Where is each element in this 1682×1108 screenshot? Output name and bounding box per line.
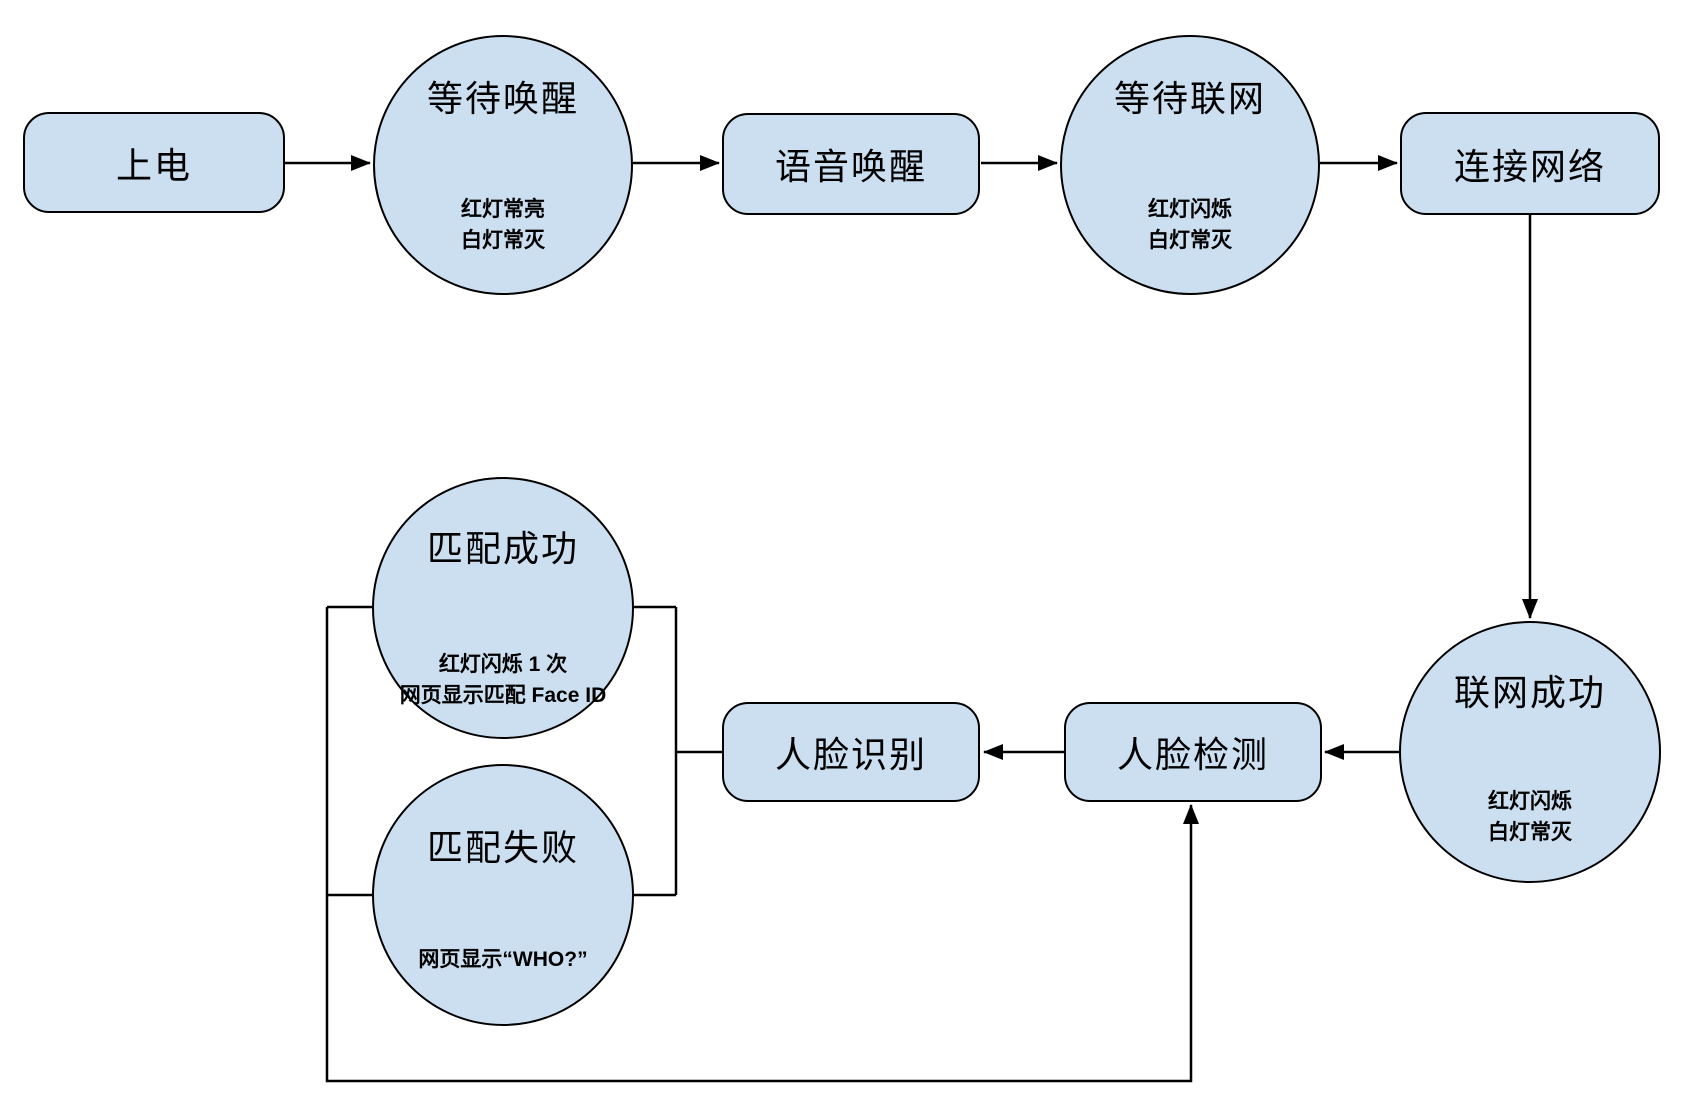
- node-face-recognize: 人脸识别: [722, 702, 980, 802]
- note-line: 白灯常灭: [461, 229, 545, 252]
- node-wait-network-label: 等待联网: [1113, 78, 1266, 119]
- node-wait-network: 等待联网 红灯闪烁 白灯常灭: [1060, 35, 1320, 295]
- node-face-detect: 人脸检测: [1064, 702, 1322, 802]
- node-face-detect-label: 人脸检测: [1116, 734, 1269, 775]
- node-match-fail-notes: 网页显示“WHO?”: [374, 944, 632, 975]
- node-power-on: 上电: [23, 112, 285, 213]
- note-line: 网页显示匹配 Face ID: [399, 684, 607, 707]
- node-wait-wake: 等待唤醒 红灯常亮 白灯常灭: [373, 35, 633, 295]
- node-network-ok-label: 联网成功: [1453, 672, 1606, 713]
- node-wait-network-notes: 红灯闪烁 白灯常灭: [1062, 194, 1318, 256]
- node-power-on-label: 上电: [115, 144, 192, 186]
- node-network-ok-notes: 红灯闪烁 白灯常灭: [1401, 786, 1659, 848]
- node-face-recognize-label: 人脸识别: [774, 734, 927, 775]
- node-match-fail-label: 匹配失败: [426, 827, 579, 868]
- node-voice-wake: 语音唤醒: [722, 113, 980, 215]
- edge-loop-to-face-detect: [325, 607, 1199, 1083]
- node-connect-network-label: 连接网络: [1453, 145, 1606, 187]
- note-line: 红灯闪烁: [1488, 790, 1572, 813]
- node-match-success: 匹配成功 红灯闪烁 1 次 网页显示匹配 Face ID: [372, 477, 634, 739]
- note-line: 网页显示“WHO?”: [418, 948, 588, 971]
- note-line: 红灯闪烁 1 次: [438, 653, 568, 676]
- note-line: 红灯闪烁: [1148, 198, 1232, 221]
- node-match-success-label: 匹配成功: [426, 528, 579, 569]
- node-wait-wake-notes: 红灯常亮 白灯常灭: [375, 194, 631, 256]
- node-voice-wake-label: 语音唤醒: [774, 146, 927, 187]
- note-line: 红灯常亮: [461, 198, 545, 221]
- note-line: 白灯常灭: [1488, 821, 1572, 844]
- node-match-success-notes: 红灯闪烁 1 次 网页显示匹配 Face ID: [374, 649, 632, 711]
- node-wait-wake-label: 等待唤醒: [426, 78, 579, 119]
- note-line: 白灯常灭: [1148, 229, 1232, 252]
- node-connect-network: 连接网络: [1400, 112, 1660, 215]
- node-match-fail: 匹配失败 网页显示“WHO?”: [372, 764, 634, 1026]
- node-network-ok: 联网成功 红灯闪烁 白灯常灭: [1399, 621, 1661, 883]
